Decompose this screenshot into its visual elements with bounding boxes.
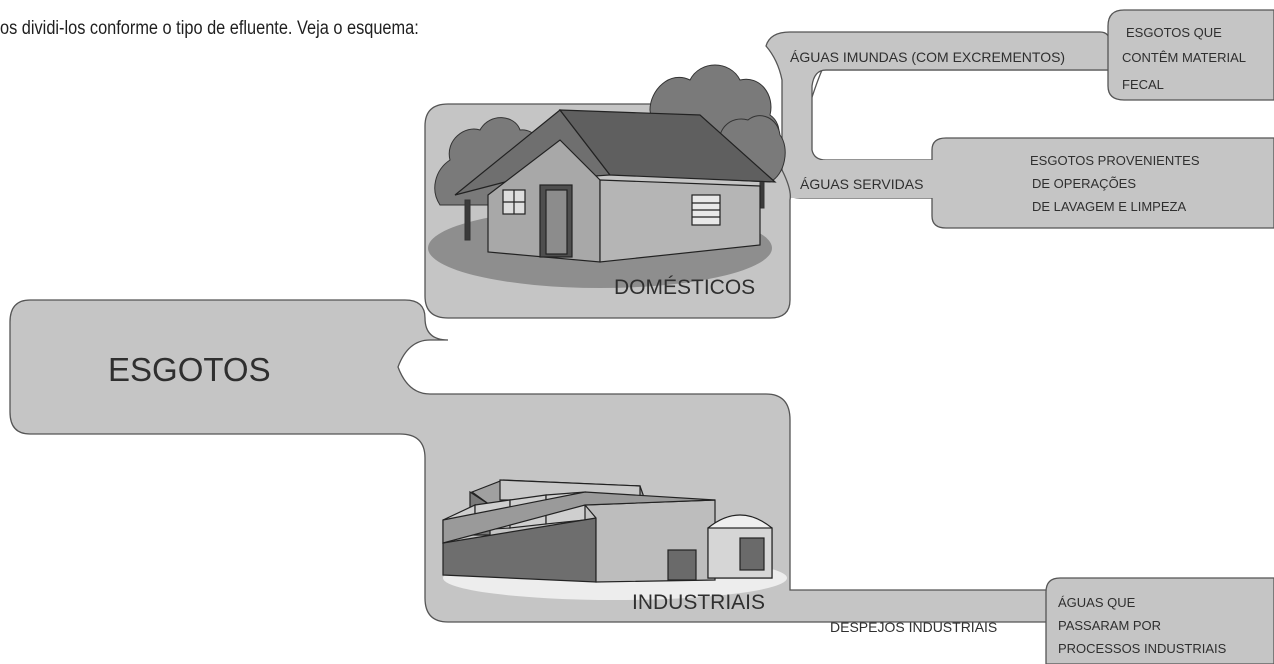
root-label: ESGOTOS [108, 351, 271, 388]
description-3-line-3: PROCESSOS INDUSTRIAIS [1058, 641, 1227, 656]
description-2-line-3: DE LAVAGEM E LIMPEZA [1032, 199, 1186, 214]
esgotos-root-shape [9, 299, 1051, 623]
branch-aguas-imundas-label: ÁGUAS IMUNDAS (COM EXCREMENTOS) [790, 49, 1065, 65]
intro-text: os dividi-los conforme o tipo de efluent… [0, 18, 419, 39]
description-3-line-2: PASSARAM POR [1058, 618, 1161, 633]
description-box-1-shape [1107, 9, 1274, 101]
house-icon [454, 109, 777, 263]
branch-aguas-servidas-label: ÁGUAS SERVIDAS [800, 176, 923, 192]
factory-icon [442, 479, 773, 583]
branch-despejos-label: DESPEJOS INDUSTRIAIS [830, 619, 997, 635]
description-3-line-1: ÁGUAS QUE [1058, 595, 1136, 610]
industriais-label: INDUSTRIAIS [632, 591, 765, 614]
description-box-3-shape [1045, 577, 1274, 664]
description-2-line-2: DE OPERAÇÕES [1032, 176, 1136, 191]
description-1-line-3: FECAL [1122, 77, 1164, 92]
domesticos-label: DOMÉSTICOS [614, 276, 755, 299]
description-1-line-2: CONTÊM MATERIAL [1122, 50, 1246, 65]
description-box-2-shape [931, 137, 1274, 229]
branch-aguas-servidas-shape [790, 160, 940, 198]
description-2-line-1: ESGOTOS PROVENIENTES [1030, 153, 1200, 168]
description-1-line-1: ESGOTOS QUE [1126, 25, 1222, 40]
